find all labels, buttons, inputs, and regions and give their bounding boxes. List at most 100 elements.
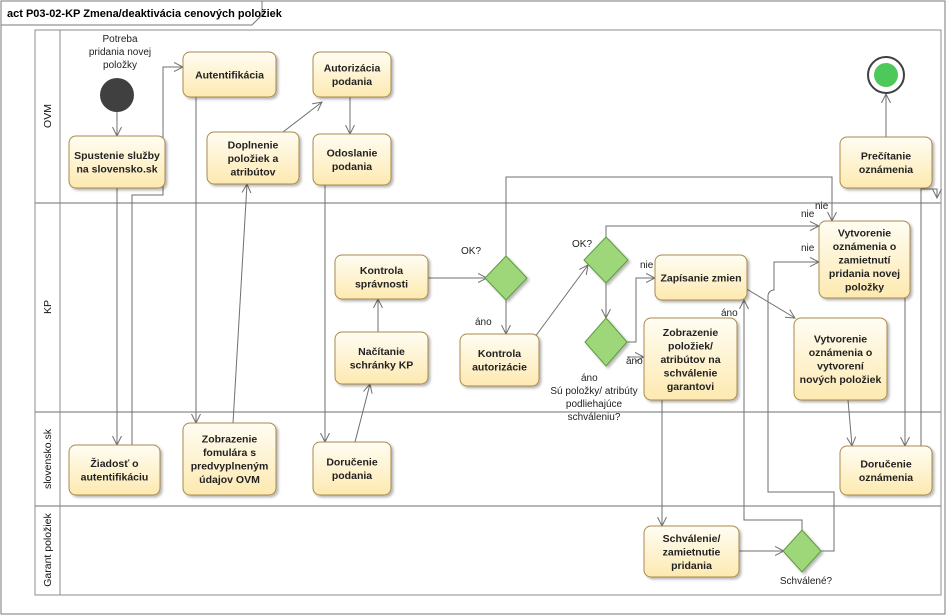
decision-polozky[interactable] <box>584 317 628 367</box>
edge-schvalene-ano <box>744 300 803 530</box>
edge-label-ano-ok1: áno <box>475 317 492 328</box>
start-note-line-1: Potreba <box>102 34 137 45</box>
lane-title-garant: Garant položiek <box>42 512 54 586</box>
decision-ok1-label: OK? <box>461 246 481 257</box>
decision-ok1[interactable] <box>484 255 528 301</box>
action-zapisanie[interactable]: Zapísanie zmien <box>654 254 748 301</box>
edge-autorizacie-ok2 <box>528 265 588 346</box>
edge-label-ano-zobrazenie: áno <box>626 356 643 367</box>
action-label-line: Kontrola <box>478 348 521 360</box>
action-label-line: atribútov na <box>660 354 720 366</box>
edge-labels: áno nie nie nie nie áno áno áno <box>475 201 829 384</box>
action-box <box>839 136 933 189</box>
action-label-line: Doplnenie <box>228 139 279 151</box>
edge-formular-doplnenie <box>232 184 247 424</box>
action-box <box>334 331 429 385</box>
action-box <box>182 422 277 496</box>
action-nacitanie[interactable]: Načítanie schránky KP <box>334 331 429 385</box>
edge-dorucenie-nacitanie <box>354 384 370 443</box>
decision-labels: OK? OK? Sú položky/ atribúty podliehajúc… <box>461 239 833 587</box>
action-label-line: podania <box>332 161 372 173</box>
action-box <box>818 220 911 299</box>
action-box <box>334 254 429 300</box>
action-label-line: Doručenie <box>860 459 912 471</box>
edge-ok2-nie <box>605 226 819 237</box>
lane-title-kp: KP <box>42 300 54 314</box>
action-label-line: zamietnutí <box>839 254 892 266</box>
edge-label-ano-schvalene: áno <box>721 308 738 319</box>
action-box <box>312 51 392 98</box>
action-label-line: predvyplneným <box>191 461 269 473</box>
decision-ok2[interactable] <box>583 236 629 284</box>
action-box <box>68 444 161 496</box>
action-label-line: Zobrazenie <box>663 327 719 339</box>
action-autentifikacia[interactable]: Autentifikácia <box>182 51 277 98</box>
action-label-line: na slovensko.sk <box>76 164 157 176</box>
start-node-icon <box>100 78 134 112</box>
action-label-line: pridania novej <box>829 268 900 280</box>
lane-title-slovensko-sk: slovensko.sk <box>42 428 54 489</box>
action-box <box>68 135 166 189</box>
action-label-line: zamietnutie <box>663 546 721 558</box>
action-label-line: pridania <box>671 560 712 572</box>
decision-nodes <box>484 236 822 573</box>
action-label-line: schránky KP <box>350 360 414 372</box>
action-label-line: Zapísanie zmien <box>660 272 741 284</box>
action-label-line: schválenie <box>664 367 718 379</box>
decision-schvalene[interactable] <box>782 529 822 573</box>
edge-schvalene-nie <box>767 262 835 552</box>
action-label-line: garantovi <box>667 381 714 393</box>
action-box <box>654 254 748 301</box>
edge-label-ano-dec: áno <box>581 373 598 384</box>
action-label-line: oznámenia <box>859 164 913 176</box>
action-box <box>793 317 888 401</box>
action-box <box>643 525 740 578</box>
start-note: Potreba pridania novej položky <box>89 34 151 71</box>
start-note-line-2: pridania novej <box>89 47 151 58</box>
edge-doplnenie-autorizacia <box>282 102 322 133</box>
action-label-line: Doručenie <box>326 457 378 469</box>
frame-title: act P03-02-KP Zmena/deaktivácia cenových… <box>7 8 283 20</box>
decision-polozky-label-2: podliehajúce <box>566 399 623 410</box>
action-label-line: Autentifikácia <box>195 69 264 81</box>
action-box <box>459 333 540 387</box>
action-label-line: Načítanie <box>358 346 405 358</box>
decision-polozky-label-1: Sú položky/ atribúty <box>550 386 637 397</box>
action-label-line: Autorizácia <box>324 63 381 75</box>
edge-dorucenie-precitanie <box>920 188 937 446</box>
action-label-line: správnosti <box>355 279 408 291</box>
action-label-line: Zobrazenie <box>202 434 258 446</box>
action-label-line: podania <box>332 470 372 482</box>
action-box <box>643 317 738 401</box>
edges <box>117 67 937 551</box>
lane-title-ovm: OVM <box>42 104 54 128</box>
action-label-line: oznámenia <box>859 472 913 484</box>
edge-novych-dorucenie <box>848 399 852 446</box>
action-label-line: Odoslanie <box>327 148 378 160</box>
action-box <box>206 131 300 185</box>
final-node-icon <box>867 56 905 94</box>
action-label-line: podania <box>332 76 372 88</box>
action-label-line: Žiadosť o <box>90 457 138 470</box>
swimlanes: OVM KP slovensko.sk Garant položiek <box>34 29 942 596</box>
action-label-line: oznámenia o <box>809 347 873 359</box>
edge-label-nie-zapisanie: nie <box>640 260 654 271</box>
edge-ok1-nie <box>505 176 832 256</box>
